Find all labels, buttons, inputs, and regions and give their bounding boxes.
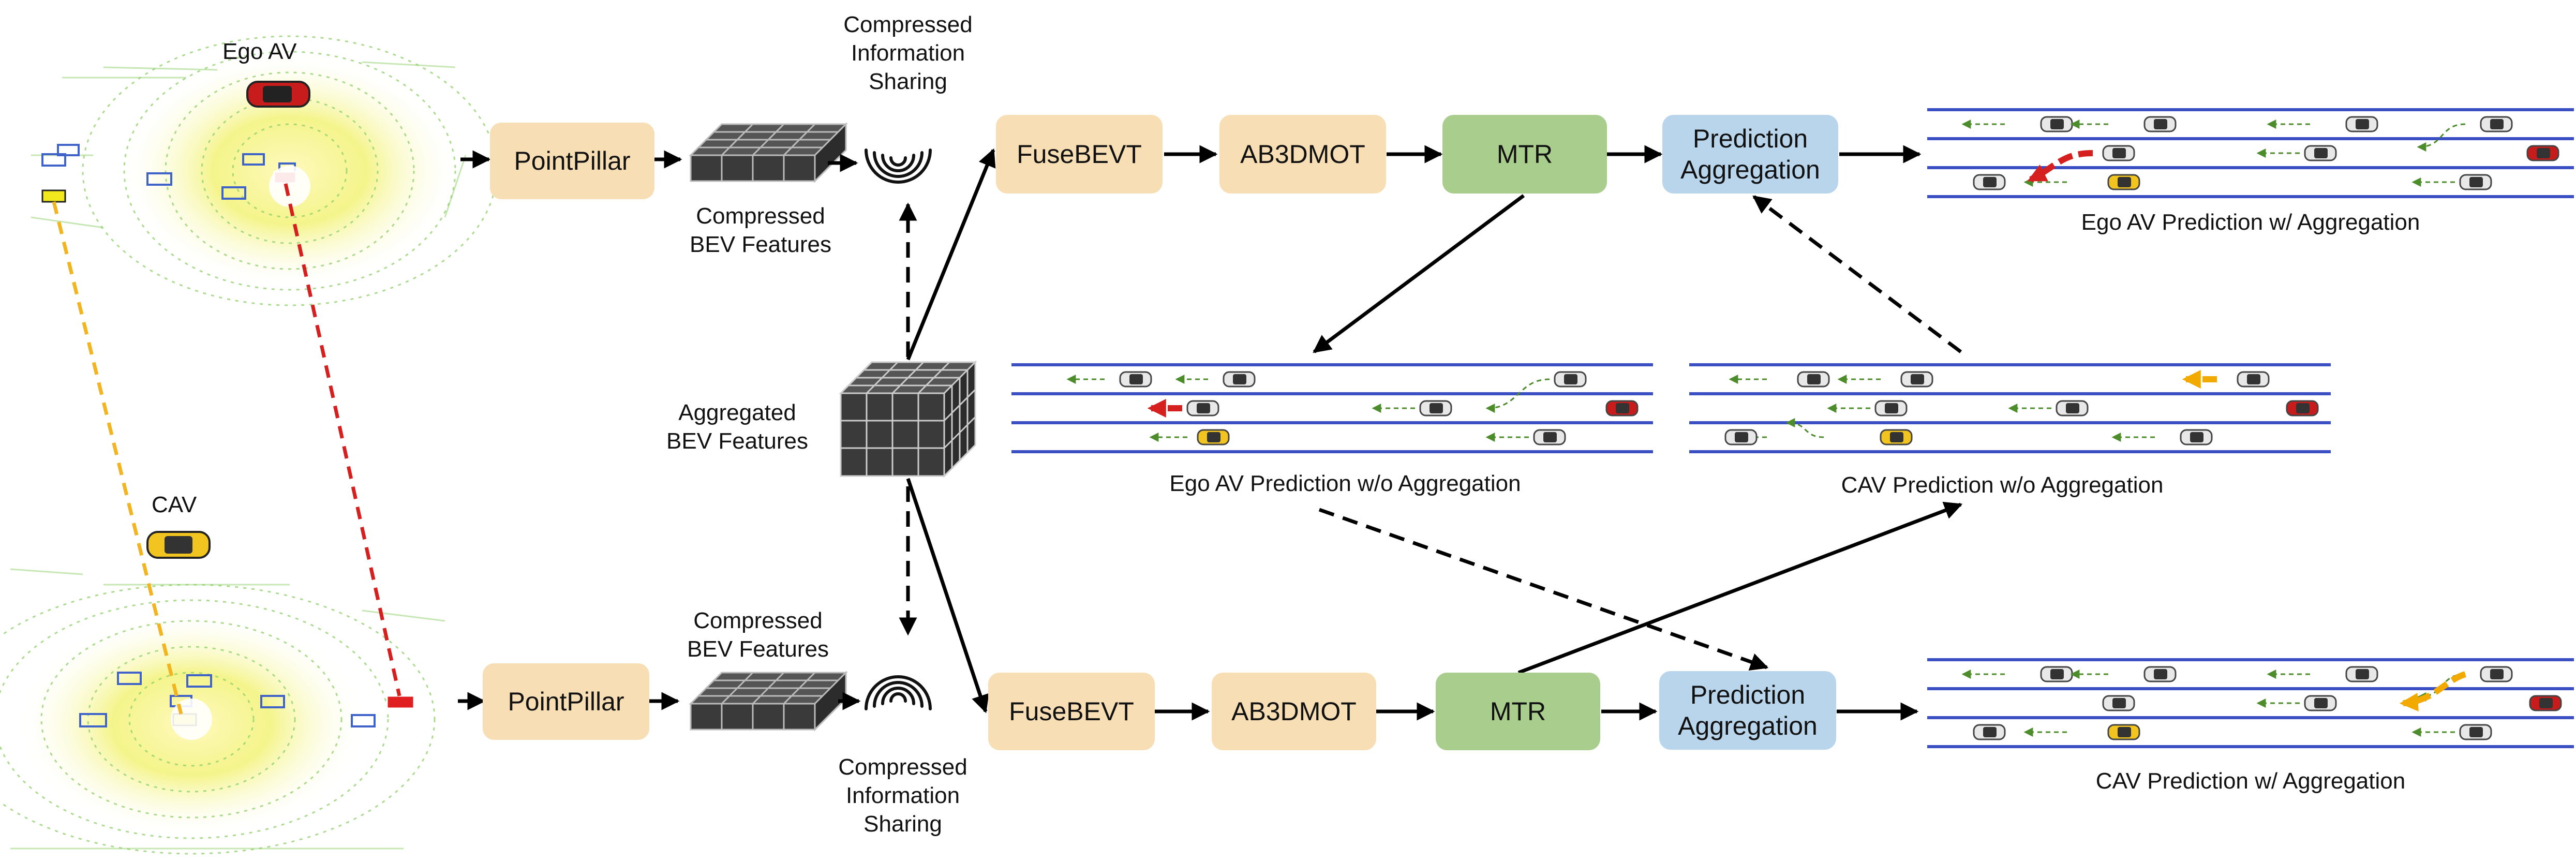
yellow-car-icon <box>1197 429 1230 445</box>
ego-av-label: Ego AV <box>222 39 297 64</box>
cav-prediction-with-aggregation-label: CAV Prediction w/ Aggregation <box>2095 768 2406 794</box>
compressed-information-sharing-bottom-label: Compressed Information Sharing <box>838 754 967 837</box>
cav-lidar-pointcloud <box>0 568 445 855</box>
wireless-sharing-bottom-icon <box>865 675 932 710</box>
mtr-bottom-block: MTR <box>1436 673 1600 750</box>
red-car-icon <box>2286 400 2319 417</box>
grey-car-icon <box>1533 429 1566 445</box>
grey-car-icon <box>1874 400 1908 417</box>
ab3dmot-top-block: AB3DMOT <box>1219 115 1386 194</box>
grey-car-icon <box>2459 724 2492 740</box>
ego-av-prediction-without-aggregation-label: Ego AV Prediction w/o Aggregation <box>1169 471 1521 496</box>
grey-car-icon <box>1973 174 2006 190</box>
mtr-top-block: MTR <box>1442 115 1607 194</box>
grey-car-icon <box>2040 116 2073 132</box>
fusebevt-bottom-block: FuseBEVT <box>988 673 1155 750</box>
ab3dmot-bottom-block: AB3DMOT <box>1212 673 1376 750</box>
grey-car-icon <box>2056 400 2089 417</box>
ego-car-icon <box>246 81 310 108</box>
grey-car-icon <box>2040 666 2073 682</box>
red-car-icon <box>2529 695 2562 711</box>
grey-car-icon <box>2459 174 2492 190</box>
grey-car-icon <box>2480 666 2513 682</box>
cav-label: CAV <box>152 492 197 517</box>
grey-car-icon <box>1724 429 1758 445</box>
red-car-icon <box>2526 145 2559 161</box>
compressed-bev-features-top-icon <box>689 122 848 183</box>
grey-car-icon <box>1554 371 1587 388</box>
grey-car-icon <box>1973 724 2006 740</box>
yellow-car-icon <box>2107 174 2140 190</box>
cav-prediction-without-aggregation-label: CAV Prediction w/o Aggregation <box>1841 472 2164 498</box>
ego-av-prediction-with-aggregation-label: Ego AV Prediction w/ Aggregation <box>2081 210 2420 235</box>
aggregated-bev-features-label: Aggregated BEV Features <box>666 400 808 454</box>
grey-car-icon <box>2237 371 2270 388</box>
grey-car-icon <box>2304 145 2337 161</box>
grey-car-icon <box>2304 695 2337 711</box>
aggregated-bev-features-icon <box>839 360 977 478</box>
flow-arrows <box>458 145 1963 721</box>
wireless-sharing-top-icon <box>865 148 932 184</box>
ego-av-prediction-with-aggregation-scene <box>1927 108 2574 198</box>
grey-car-icon <box>2180 429 2213 445</box>
grey-car-icon <box>2143 666 2177 682</box>
grey-car-icon <box>1119 371 1152 388</box>
compressed-bev-features-bottom-label: Compressed BEV Features <box>687 608 829 662</box>
predicted-trajectory <box>1785 418 1824 438</box>
yellow-car-icon <box>2107 724 2140 740</box>
highlighted-trajectory <box>2399 671 2466 712</box>
cav-correspondence-line <box>52 201 183 715</box>
grey-car-icon <box>2345 666 2378 682</box>
yellow-car-icon <box>1880 429 1913 445</box>
grey-car-icon <box>2480 116 2513 132</box>
compressed-bev-features-top-label: Compressed BEV Features <box>690 203 831 257</box>
red-car-icon <box>1605 400 1639 417</box>
compressed-information-sharing-top-label: Compressed Information Sharing <box>843 12 973 94</box>
grey-car-icon <box>1797 371 1830 388</box>
predicted-trajectory <box>2417 123 2466 152</box>
predicted-trajectory <box>1485 378 1550 413</box>
grey-car-icon <box>2102 695 2135 711</box>
grey-car-icon <box>2345 116 2378 132</box>
fusebevt-top-block: FuseBEVT <box>996 115 1163 194</box>
grey-car-icon <box>2143 116 2177 132</box>
cav-prediction-without-aggregation-scene <box>1689 363 2331 453</box>
ego-lidar-pointcloud <box>31 35 498 306</box>
grey-car-icon <box>1223 371 1256 388</box>
grey-car-icon <box>1419 400 1452 417</box>
grey-car-icon <box>2102 145 2135 161</box>
ego-av-prediction-without-aggregation-scene <box>1011 363 1653 453</box>
ego-correspondence-line <box>284 183 401 696</box>
cav-car-icon <box>146 531 211 559</box>
grey-car-icon <box>1900 371 1933 388</box>
pointpillar-top-block: PointPillar <box>490 123 654 199</box>
cav-prediction-with-aggregation-scene <box>1927 658 2574 748</box>
highlighted-trajectory <box>2027 150 2093 183</box>
grey-car-icon <box>1186 400 1219 417</box>
pointpillar-bottom-block: PointPillar <box>483 663 649 740</box>
compressed-bev-features-bottom-icon <box>689 671 848 732</box>
